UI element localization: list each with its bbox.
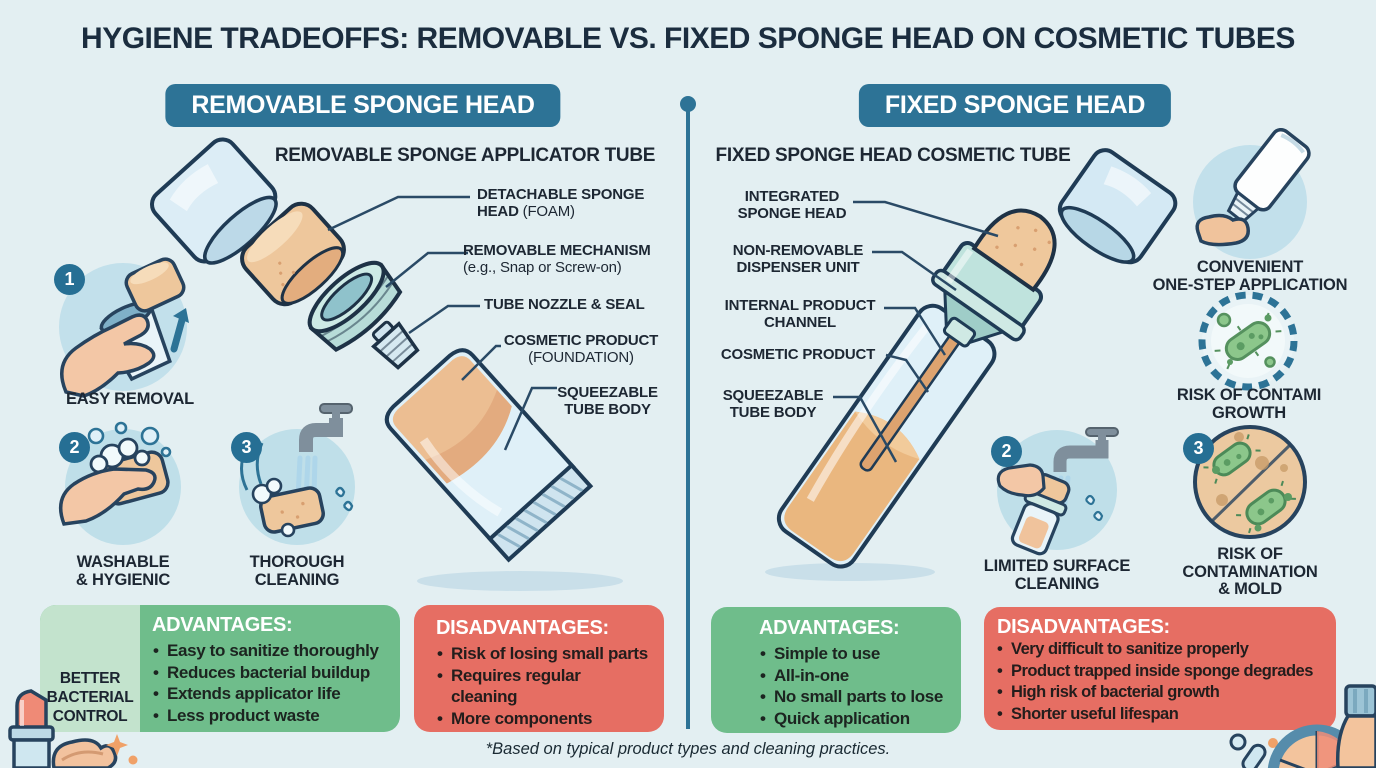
bullet-item: No small parts to lose	[759, 686, 954, 708]
faucet-icon	[299, 403, 353, 452]
label-cosmetic-product-left: COSMETIC PRODUCT (FOUNDATION)	[503, 332, 659, 366]
bullet-item: Shorter useful lifespan	[996, 704, 1331, 726]
left-section-header: REMOVABLE SPONGE HEAD	[165, 84, 561, 127]
tube-shadow	[765, 563, 935, 581]
left-diagram-title: REMOVABLE SPONGE APPLICATOR TUBE	[274, 145, 656, 166]
bullet-item: Quick application	[759, 708, 954, 730]
contamination-mold-icon	[1193, 425, 1307, 539]
right-diagram-title: FIXED SPONGE HEAD COSMETIC TUBE	[715, 145, 1071, 166]
hand-icon	[996, 463, 1046, 498]
right-leader-lines	[833, 200, 999, 463]
label-cosmetic-product-right: COSMETIC PRODUCT	[720, 346, 876, 363]
bacteria-growth-icon	[1198, 291, 1298, 391]
tube-nozzle-icon	[371, 320, 420, 370]
footnote: *Based on typical product types and clea…	[485, 740, 891, 758]
fixed-tube-illustration	[765, 148, 1178, 581]
bullet-item: Extends applicator life	[152, 683, 392, 705]
bullet-item: More components	[436, 708, 651, 730]
bullet-item: Less product waste	[152, 705, 392, 727]
bullet-item: Simple to use	[759, 643, 954, 665]
label-internal-product-channel: INTERNAL PRODUCT CHANNEL	[724, 297, 876, 331]
bullet-item: Easy to sanitize thoroughly	[152, 640, 392, 662]
right-advantages-box: ADVANTAGES: Simple to useAll-in-oneNo sm…	[711, 607, 961, 733]
disadvantages-heading: DISADVANTAGES:	[997, 616, 1170, 638]
step-badge-3: 3	[231, 432, 262, 463]
detachable-sponge-icon	[240, 201, 346, 307]
tube-shadow	[417, 571, 623, 591]
one-step-application-icon	[1193, 127, 1311, 259]
washable-hygienic-icon	[58, 421, 181, 545]
easy-removal-icon	[59, 257, 189, 398]
page-title: HYGIENE TRADEOFFS: REMOVABLE VS. FIXED S…	[81, 22, 1295, 55]
advantages-heading: ADVANTAGES:	[152, 614, 293, 636]
product-dollop	[1195, 213, 1250, 247]
left-advantages-box: BETTER BACTERIAL CONTROL ADVANTAGES: Eas…	[40, 605, 400, 732]
fixed-tube-cap-icon	[1057, 148, 1178, 265]
disadvantages-heading: DISADVANTAGES:	[436, 617, 609, 639]
hand-icon	[58, 467, 157, 526]
step-badge-2: 2	[59, 432, 90, 463]
removable-tube-illustration	[150, 137, 623, 591]
disadvantages-list: Risk of losing small partsRequires regul…	[436, 643, 651, 729]
hand-icon	[60, 313, 156, 398]
step-label-washable-hygienic: WASHABLE& HYGIENIC	[75, 553, 171, 589]
advantages-list: Simple to useAll-in-oneNo small parts to…	[759, 643, 954, 729]
left-leader-lines	[327, 195, 557, 451]
label-removable-mechanism: REMOVABLE MECHANISM (e.g., Snap or Screw…	[463, 242, 651, 276]
screw-ring-icon	[307, 260, 403, 352]
step-label-easy-removal: EASY REMOVAL	[65, 390, 195, 408]
bullet-item: All-in-one	[759, 665, 954, 687]
disadvantages-list: Very difficult to sanitize properlyProdu…	[996, 639, 1331, 725]
advantages-list: Easy to sanitize thoroughlyReduces bacte…	[152, 640, 392, 726]
step-badge-1: 1	[54, 264, 85, 295]
bullet-item: Requires regular cleaning	[436, 665, 651, 708]
faucet-icon	[1053, 427, 1119, 472]
bullet-item: Risk of losing small parts	[436, 643, 651, 665]
label-non-removable-dispenser: NON-REMOVABLE DISPENSER UNIT	[732, 242, 864, 276]
divider-line	[680, 96, 696, 729]
tube-cap-icon	[150, 137, 278, 265]
limited-surface-cleaning-icon	[996, 427, 1119, 556]
better-bacterial-control-panel: BETTER BACTERIAL CONTROL	[40, 605, 140, 732]
label-squeezable-tube-body-right: SQUEEZABLE TUBE BODY	[722, 387, 824, 421]
right-disadvantages-box: DISADVANTAGES: Very difficult to sanitiz…	[984, 607, 1336, 730]
bullet-item: Reduces bacterial buildup	[152, 662, 392, 684]
bullet-item: High risk of bacterial growth	[996, 682, 1331, 704]
label-tube-nozzle-seal: TUBE NOZZLE & SEAL	[484, 296, 645, 313]
squeezable-tube-body-icon	[384, 348, 594, 563]
bullet-item: Very difficult to sanitize properly	[996, 639, 1331, 661]
label-detachable-sponge-head: DETACHABLE SPONGE HEAD (FOAM)	[477, 186, 645, 220]
thorough-cleaning-icon	[239, 403, 355, 545]
left-disadvantages-box: DISADVANTAGES: Risk of losing small part…	[414, 605, 664, 732]
callout-badge-2: 2	[991, 436, 1022, 467]
label-integrated-sponge-head: INTEGRATED SPONGE HEAD	[737, 188, 847, 222]
bullet-item: Product trapped inside sponge degrades	[996, 661, 1331, 683]
advantages-heading: ADVANTAGES:	[759, 617, 900, 639]
callout-badge-3: 3	[1183, 433, 1214, 464]
side-panel-label: BETTER BACTERIAL CONTROL	[46, 670, 134, 725]
right-section-header: FIXED SPONGE HEAD	[858, 84, 1172, 127]
label-squeezable-tube-body-left: SQUEEZABLE TUBE BODY	[557, 384, 658, 418]
